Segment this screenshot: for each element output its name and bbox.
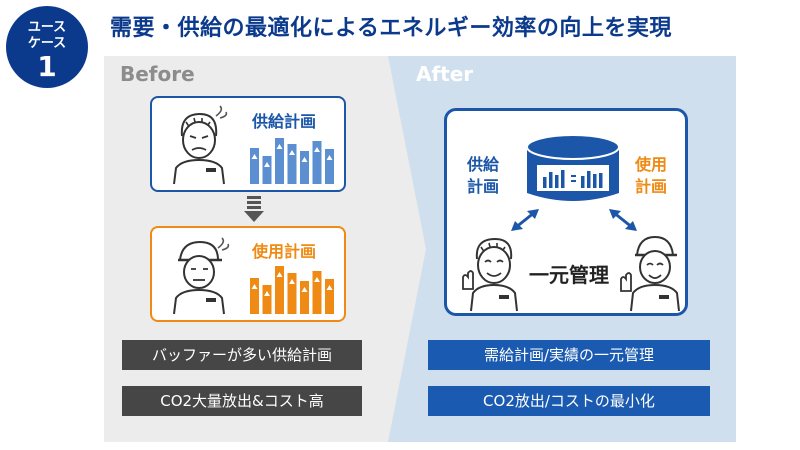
db-bar xyxy=(561,170,565,188)
supply-bar xyxy=(312,141,322,184)
after-supply-label-l2: 計画 xyxy=(467,177,500,196)
db-bar xyxy=(587,171,591,188)
db-bar xyxy=(543,177,547,188)
supply-bar xyxy=(250,148,259,184)
worried-worker-icon xyxy=(173,105,228,185)
up-arrow-icon xyxy=(301,157,308,162)
supply-bar xyxy=(287,144,297,184)
happy-worker-icon xyxy=(620,235,680,312)
triple-chevron-down-icon xyxy=(244,196,264,222)
usage-plan-card: 使用計画 xyxy=(150,226,346,322)
up-arrow-icon xyxy=(264,291,270,296)
supply-bar xyxy=(325,149,334,184)
unified-management-label: 一元管理 xyxy=(529,263,609,287)
after-pill-unified: 需給計画/実績の一元管理 xyxy=(428,340,710,370)
up-arrow-icon xyxy=(289,279,295,284)
badge-line2: ケース xyxy=(27,36,67,51)
up-arrow-icon xyxy=(251,284,258,289)
usage-bar xyxy=(275,266,284,314)
up-arrow-icon xyxy=(289,150,295,155)
badge-line1: ユース xyxy=(27,20,67,35)
supply-bar xyxy=(262,156,272,184)
usage-bar xyxy=(287,273,297,314)
db-bar xyxy=(593,174,597,188)
up-arrow-icon xyxy=(276,272,283,277)
up-arrow-icon xyxy=(301,287,308,292)
after-label: After xyxy=(416,62,474,86)
db-bar xyxy=(581,176,585,188)
usage-bar xyxy=(262,285,272,314)
supply-bar xyxy=(275,138,284,184)
double-headed-arrow-icon xyxy=(609,209,637,231)
db-bar xyxy=(549,172,553,188)
unified-management-card: 供給 計画 使用 計画 一元管理 xyxy=(444,108,688,316)
usage-bar xyxy=(312,271,322,314)
usage-bar xyxy=(300,281,309,314)
usage-bar xyxy=(250,278,259,314)
badge-number: 1 xyxy=(37,50,57,83)
supply-plan-card: 供給計画 xyxy=(150,96,346,192)
after-pill-minimized: CO2放出/コストの最小化 xyxy=(428,386,710,416)
db-bar xyxy=(599,173,603,188)
database-cylinder-icon xyxy=(526,134,620,201)
up-arrow-icon xyxy=(264,162,270,167)
usage-bar xyxy=(325,279,334,314)
before-pill-co2: CO2大量放出&コスト高 xyxy=(122,386,362,416)
use-case-badge: ユース ケース 1 xyxy=(6,6,88,88)
before-label: Before xyxy=(120,62,195,86)
after-supply-label-l1: 供給 xyxy=(467,155,500,174)
up-arrow-icon xyxy=(314,277,320,282)
up-arrow-icon xyxy=(276,144,283,149)
up-arrow-icon xyxy=(326,285,333,290)
up-arrow-icon xyxy=(314,147,320,152)
before-pill-buffer: バッファーが多い供給計画 xyxy=(122,340,362,370)
after-usage-label-l2: 計画 xyxy=(635,177,668,196)
usage-bar-chart xyxy=(250,266,334,314)
double-headed-arrow-icon xyxy=(511,209,539,231)
supply-bar xyxy=(300,151,309,184)
up-arrow-icon xyxy=(326,155,333,160)
db-bar xyxy=(555,175,559,188)
worried-worker-icon xyxy=(173,237,230,315)
supply-card-title: 供給計画 xyxy=(252,112,317,131)
after-usage-label-l1: 使用 xyxy=(635,155,668,174)
page-title: 需要・供給の最適化によるエネルギー効率の向上を実現 xyxy=(110,16,672,41)
usage-card-title: 使用計画 xyxy=(252,242,317,261)
supply-bar-chart xyxy=(250,138,334,184)
up-arrow-icon xyxy=(251,154,258,159)
happy-worker-icon xyxy=(462,237,518,312)
